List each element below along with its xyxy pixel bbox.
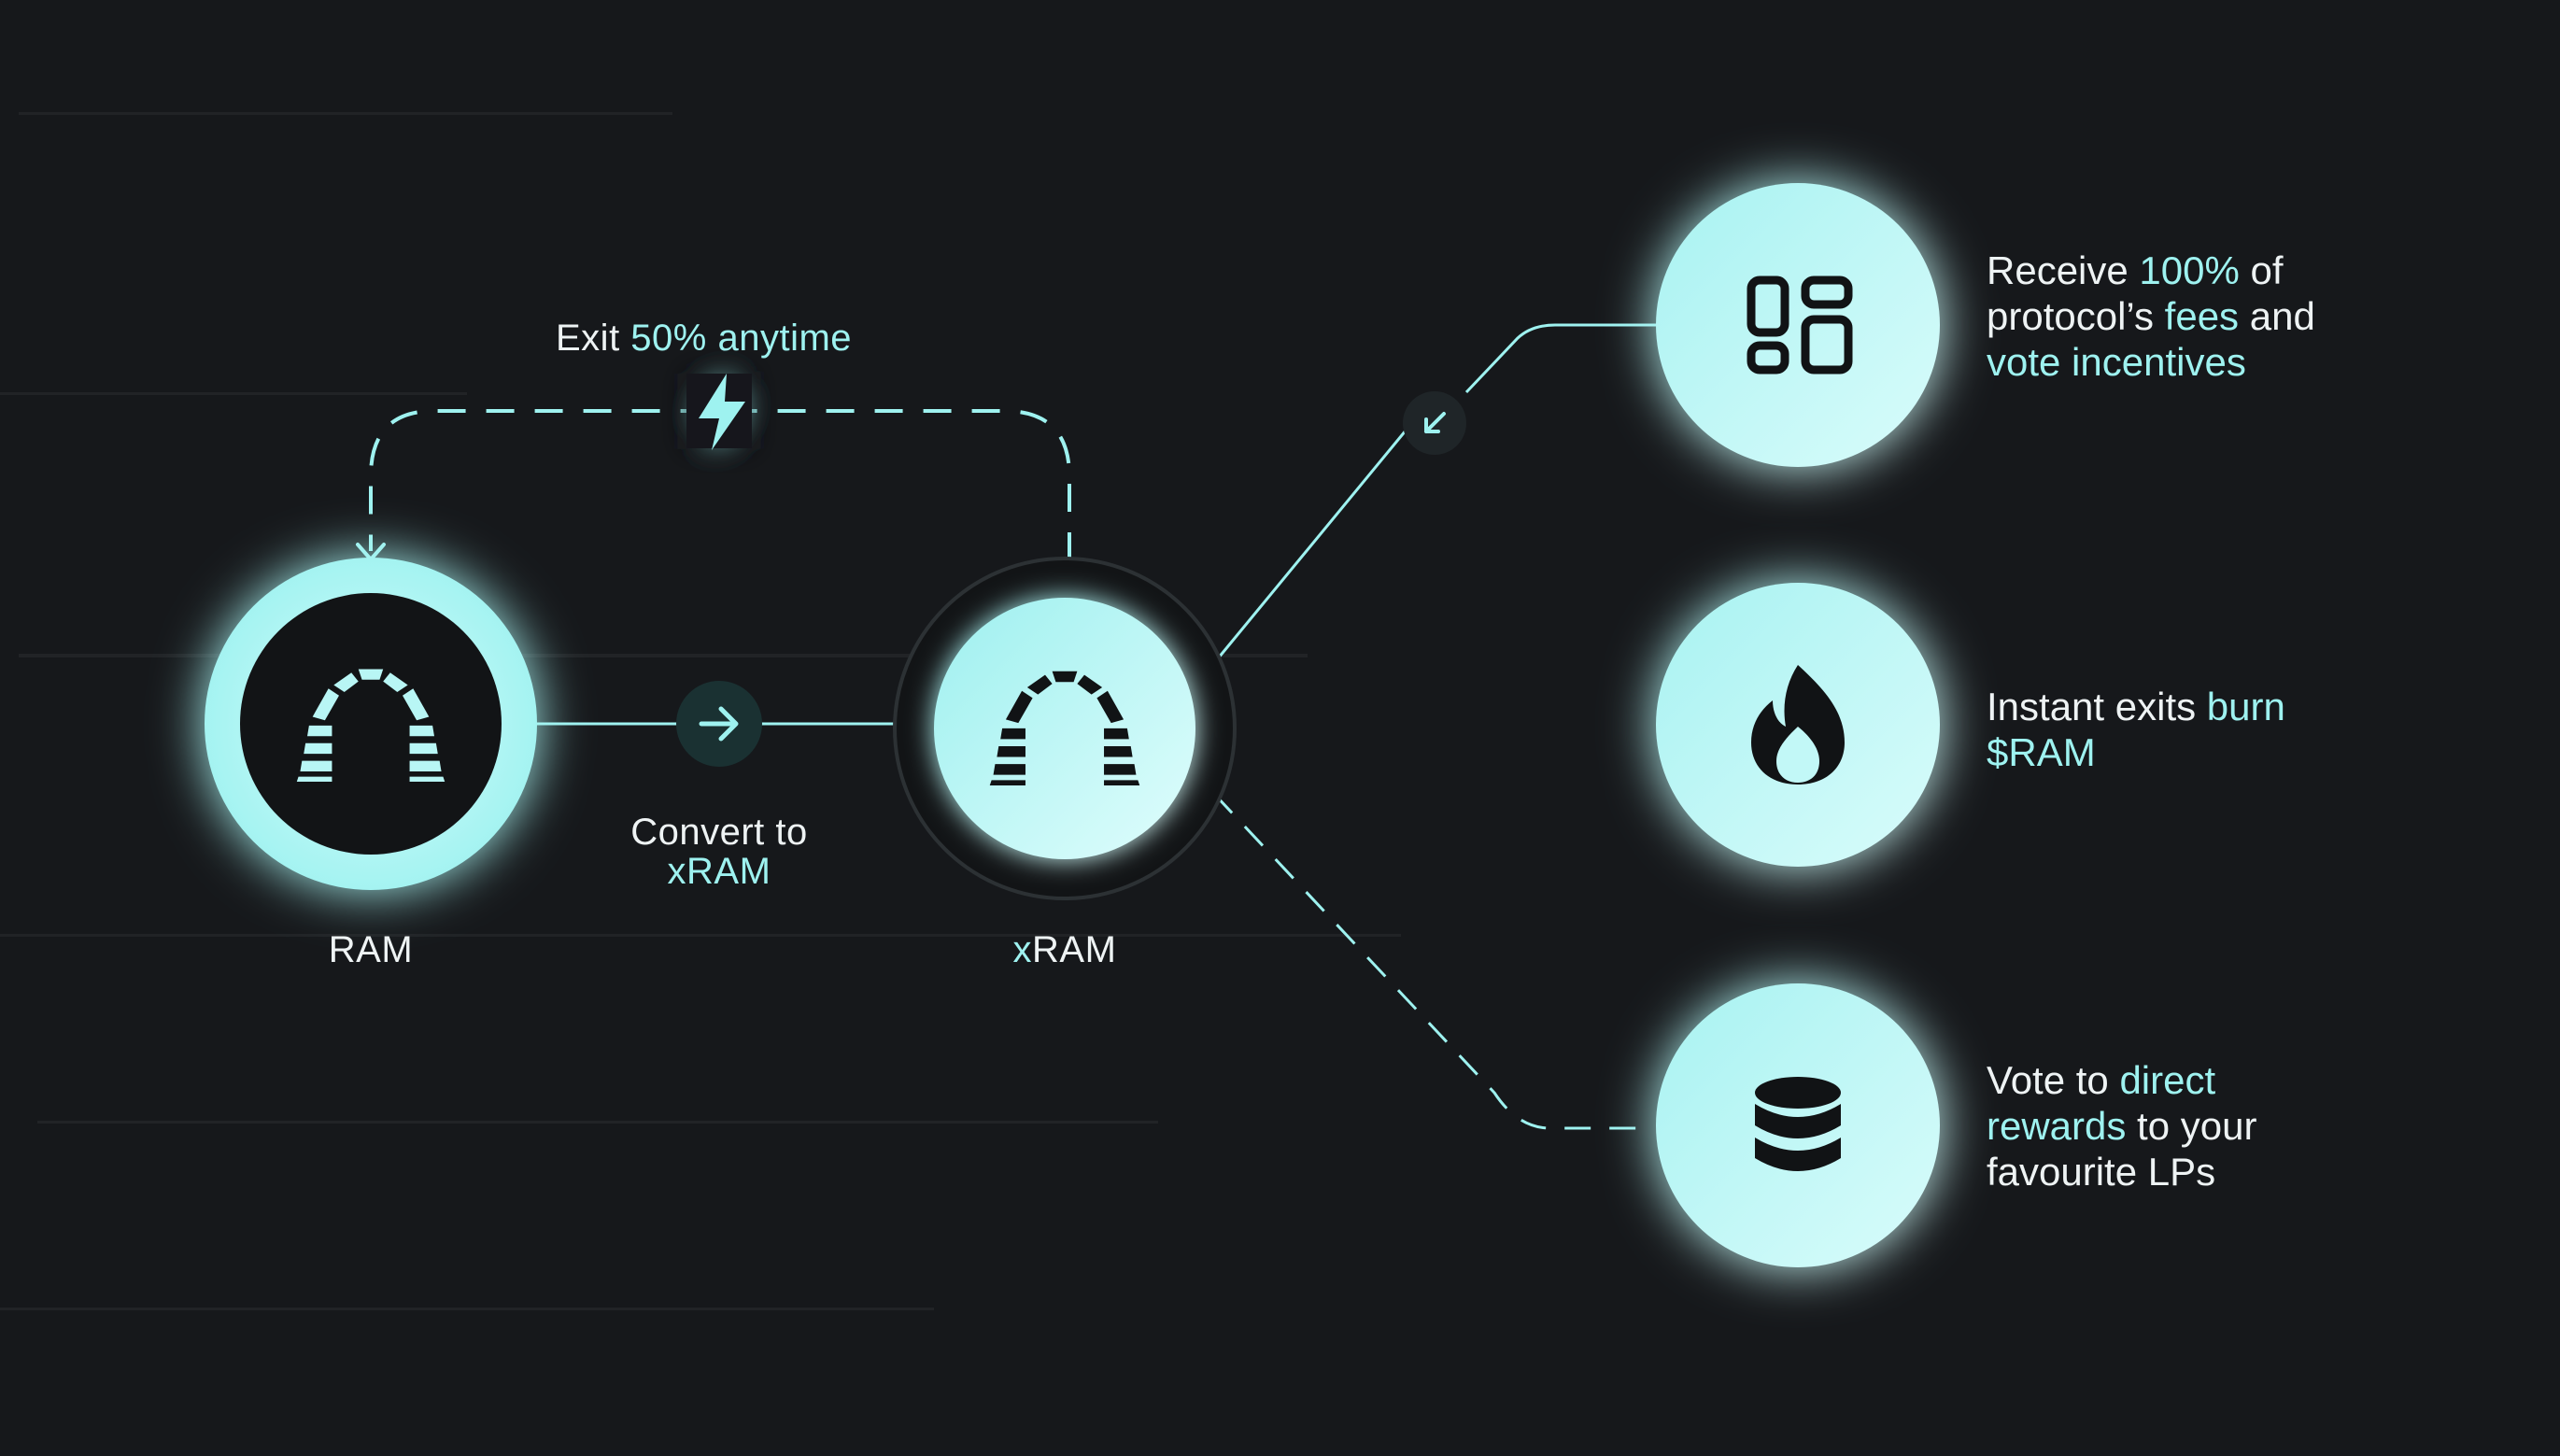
benefit-fees-line1-suffix: of [2239,248,2284,292]
exit-label: Exit 50% anytime [556,318,852,360]
flame-icon [1751,665,1845,785]
benefit-fees-text: Receive 100% of protocol’s fees and vote… [1987,247,2315,385]
database-icon [1755,1077,1841,1171]
ram-node[interactable] [205,558,537,890]
benefit-vote-text: Vote to direct rewards to your favourite… [1987,1057,2256,1194]
benefit-fees-line2-suffix: and [2239,294,2315,338]
ram-label: RAM [328,929,414,970]
benefit-fees-line1: Receive 100% of [1987,247,2315,293]
benefit-vote-line2: rewards to your [1987,1103,2256,1149]
benefit-vote-line1-highlight: direct [2119,1058,2216,1102]
exit-label-prefix: Exit [556,318,631,359]
grid-icon [1747,276,1853,375]
convert-label-line2: xRAM [667,851,771,892]
benefit-burn-line2: $RAM [1987,730,2096,774]
benefit-fees-line2-highlight: fees [2164,294,2240,338]
benefit-vote-line2-highlight: rewards [1987,1104,2127,1148]
benefit-burn-line1: Instant exits burn [1987,684,2285,729]
benefit-burn-line1-highlight: burn [2206,685,2285,728]
benefit-vote-line3: favourite LPs [1987,1150,2216,1194]
xram-to-fees-line [1212,323,1658,664]
xram-label: xRAM [971,929,1158,971]
benefit-fees-line2: protocol’s fees and [1987,293,2315,339]
convert-arrow-button[interactable] [676,681,762,767]
benefit-fees-line2-prefix: protocol’s [1987,294,2165,338]
xram-label-rest: RAM [1032,929,1117,970]
benefit-vote-line1-prefix: Vote to [1987,1058,2120,1102]
benefit-burn-circle [1656,583,1940,867]
background-texture [0,112,1401,1310]
exit-loop-dashed-path [369,409,1071,560]
corner-arrow-button[interactable] [1403,391,1466,455]
convert-label-line1: Convert to [630,812,808,853]
convert-label: Convert to xRAM [579,813,859,891]
xram-node[interactable] [893,557,1237,900]
benefit-fees-line1-prefix: Receive [1987,248,2140,292]
benefit-fees-line1-highlight: 100% [2139,248,2240,292]
arrow-right-icon [699,706,739,742]
benefit-fees-line3: vote incentives [1987,340,2246,384]
benefit-burn-text: Instant exits burn $RAM [1987,684,2285,775]
benefit-vote-line2-suffix: to your [2126,1104,2257,1148]
benefit-fees-circle [1656,183,1940,467]
xram-label-prefix: x [1012,929,1033,970]
benefit-vote-circle [1656,983,1940,1267]
exit-label-highlight: 50% anytime [630,318,853,359]
benefit-burn-line1-prefix: Instant exits [1987,685,2207,728]
benefit-vote-line1: Vote to direct [1987,1057,2256,1103]
xram-to-vote-dashed-line [1212,792,1648,1130]
lightning-bolt-icon [686,374,752,450]
arrow-down-left-icon [1424,412,1446,433]
